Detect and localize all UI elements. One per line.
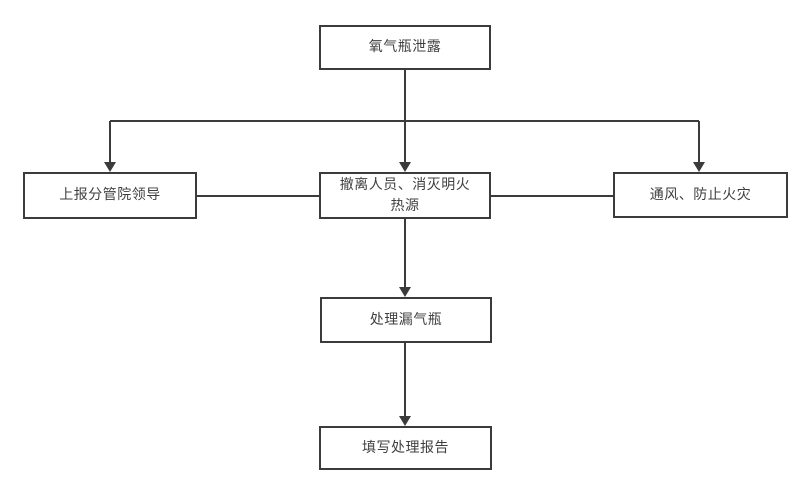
flow-node-start: 氧气瓶泄露 <box>319 25 491 70</box>
flow-node-fill-report: 填写处理报告 <box>319 426 492 470</box>
arrowhead-to-ventilate <box>693 162 705 172</box>
flow-node-evacuate-label: 撤离人员、消灭明火热源 <box>339 176 471 214</box>
flow-node-evacuate: 撤离人员、消灭明火热源 <box>319 172 491 219</box>
arrowhead-to-handle-cylinder <box>399 287 411 297</box>
arrowhead-to-evacuate <box>399 162 411 172</box>
flow-node-report-leader-label: 上报分管院领导 <box>59 187 161 203</box>
flow-node-handle-cylinder: 处理漏气瓶 <box>320 297 492 343</box>
flow-node-fill-report-label: 填写处理报告 <box>362 439 449 456</box>
arrowhead-to-report-leader <box>104 162 116 172</box>
flow-node-report-leader: 上报分管院领导 <box>23 172 197 219</box>
flow-node-ventilate-label: 通风、防止火灾 <box>649 186 752 203</box>
flow-node-handle-cylinder-label: 处理漏气瓶 <box>369 311 443 328</box>
flow-node-start-label: 氧气瓶泄露 <box>368 39 442 55</box>
arrowhead-to-fill-report <box>399 416 411 426</box>
flow-node-ventilate: 通风、防止火灾 <box>613 172 788 218</box>
